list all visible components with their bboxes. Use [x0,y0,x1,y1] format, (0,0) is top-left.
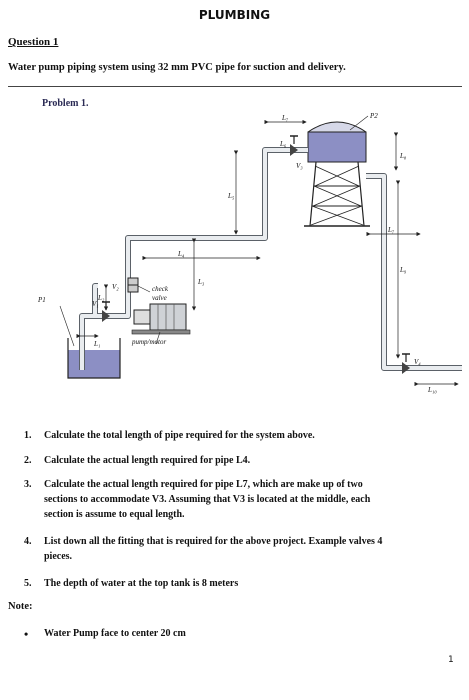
question-line: pieces. [44,551,73,562]
label-v2: V₂ [112,283,119,291]
label-v4: V₄ [414,358,421,366]
bullet-icon: • [24,627,29,641]
label-l4: L₄ [177,250,185,258]
question-line: Calculate the actual length required for… [44,455,251,466]
problem-label: Problem 1. [42,98,89,109]
label-p1: P1 [37,296,46,304]
label-p2: P2 [369,112,378,120]
label-v3: V₃ [296,162,303,170]
figure-labels: L₇ L₆ V₃ P2 L₅ L₈ L₉ L₇ L₄ L₃ V₂ L₂ V₁ P… [37,112,437,394]
sump-tank [67,338,121,379]
label-v1: V₁ [92,300,99,308]
sump-water [68,350,120,378]
page-title: PLUMBING [198,8,271,22]
leader-lines [59,115,369,347]
question-line: sections to accommodate V3. Assuming tha… [44,494,371,505]
dimension-lines [76,119,459,387]
label-l1: L₁ [93,340,100,348]
pump-piping-diagram: L₇ L₆ V₃ P2 L₅ L₈ L₉ L₇ L₄ L₃ V₂ L₂ V₁ P… [37,112,462,394]
question-line: List down all the fitting that is requir… [44,536,383,547]
question-line: Calculate the total length of pipe requi… [44,430,315,441]
question-number: 4. [24,536,32,547]
label-l7-top: L₇ [281,114,289,122]
question-line: section is assume to equal length. [44,509,185,520]
gate-valve-v4 [402,353,410,374]
question-number: 3. [24,479,32,490]
question-number: 2. [24,455,32,466]
pump-motor [131,303,191,335]
label-valve: valve [152,294,167,302]
label-l9: L₉ [399,266,407,274]
label-l7-right: L₇ [387,226,395,234]
label-l3: L₃ [197,278,205,286]
label-l5: L₅ [227,192,235,200]
question-number: 1. [24,430,32,441]
note-text: Water Pump face to center 20 cm [44,628,186,639]
question-line: Calculate the actual length required for… [44,479,363,490]
question-heading: Question 1 [8,36,59,48]
pipe-run [79,147,462,371]
page-number: 1 [448,655,454,665]
label-pump-motor: pump/motor [131,338,167,346]
gate-valve-v3 [290,135,298,156]
label-l8: L₈ [399,152,407,160]
divider [8,86,462,87]
check-valve-v2 [127,277,139,293]
label-check: check [152,285,169,293]
question-line: The depth of water at the top tank is 8 … [44,578,239,589]
note-label: Note: [8,601,33,612]
question-description: Water pump piping system using 32 mm PVC… [8,62,346,73]
label-l6: L₆ [279,140,287,148]
label-l2: L₂ [97,294,105,302]
top-tank-water [308,132,366,162]
top-water-tank [304,121,370,227]
label-l10: L₁₀ [427,386,437,394]
question-number: 5. [24,578,32,589]
